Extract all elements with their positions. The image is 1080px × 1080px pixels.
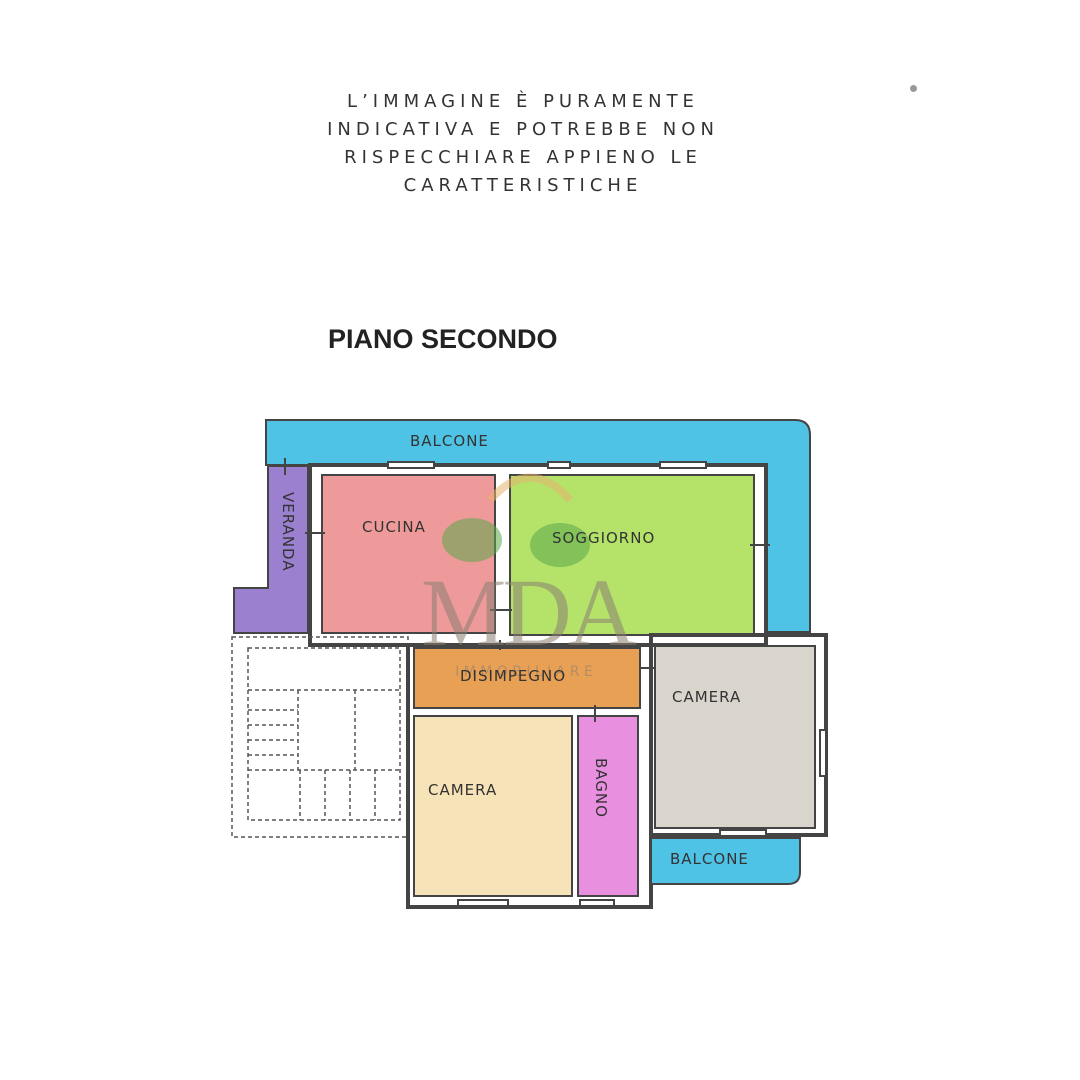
decorative-dot [910,85,917,92]
disclaimer-text: L’IMMAGINE È PURAMENTE INDICATIVA E POTR… [0,88,1046,200]
label-camera-bottom: CAMERA [428,781,497,799]
camera-bottom-area [413,715,573,897]
label-soggiorno: SOGGIORNO [552,529,655,547]
camera-right-area [654,645,816,829]
plan-title: PIANO SECONDO [328,324,558,354]
watermark-sub: I M M O B I L I A R E [455,664,593,680]
disclaimer-line-4: CARATTERISTICHE [403,175,643,196]
watermark-logo: MDA I M M O B I L I A R E [421,473,641,680]
disimpegno-area [413,647,641,709]
disclaimer-line-2: INDICATIVA E POTREBBE NON [327,119,719,140]
label-bagno: BAGNO [592,758,610,818]
door-ticks [284,458,770,722]
label-balcone-bottom: BALCONE [670,850,749,868]
label-balcone-top: BALCONE [410,432,489,450]
label-camera-right: CAMERA [672,688,741,706]
label-veranda: VERANDA [279,492,297,572]
label-disimpegno: DISIMPEGNO [460,667,566,685]
bagno-area [577,715,639,897]
disclaimer-line-3: RISPECCHIARE APPIENO LE [344,147,702,168]
window-markers [387,461,827,907]
balcone-bottom-area [650,837,801,885]
disclaimer-line-1: L’IMMAGINE È PURAMENTE [347,91,699,112]
watermark-mda: MDA [421,559,637,666]
stair-area [231,636,409,838]
label-cucina: CUCINA [362,518,426,536]
